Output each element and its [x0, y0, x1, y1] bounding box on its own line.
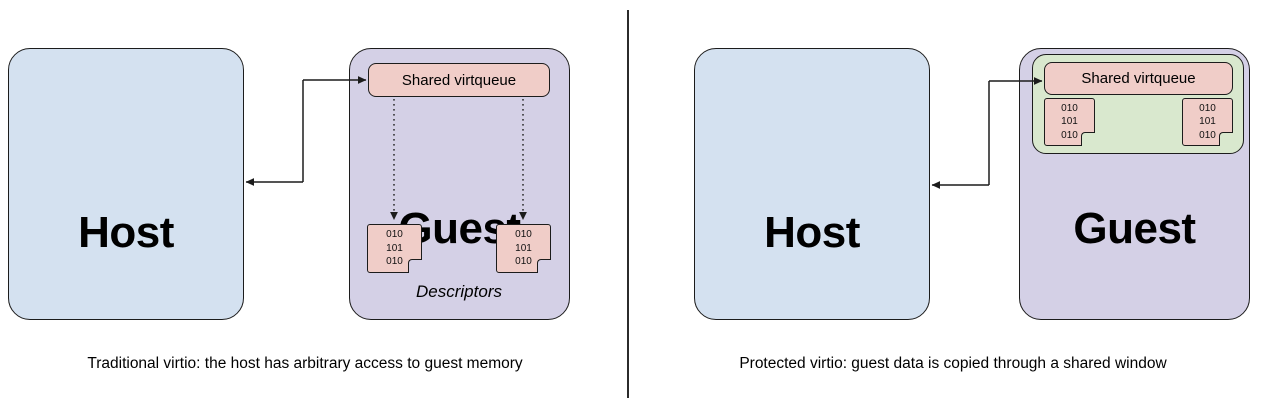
descriptor-bit-row: 010 — [1199, 102, 1216, 114]
caption-protected: Protected virtio: guest data is copied t… — [739, 355, 1167, 372]
descriptors-caption: Descriptors — [416, 282, 502, 301]
shared-virtqueue-traditional[interactable]: Shared virtqueue — [368, 63, 550, 97]
descriptor-bit-row: 101 — [1199, 116, 1216, 128]
descriptor-bit-row: 101 — [386, 242, 403, 254]
host-box-traditional: Host — [8, 48, 244, 320]
descriptor-bit-row: 010 — [1061, 102, 1078, 114]
descriptor-bit-row: 010 — [386, 229, 403, 241]
descriptor-bit-row: 010 — [515, 256, 532, 268]
shared-virtqueue-label-protected: Shared virtqueue — [1081, 70, 1196, 87]
page-fold-icon — [408, 259, 423, 274]
host-to-virtqueue-connector-traditional — [245, 76, 367, 186]
descriptor-bit-row: 101 — [515, 242, 532, 254]
descriptor-bit-row: 010 — [386, 256, 403, 268]
shared-virtqueue-label-traditional: Shared virtqueue — [401, 71, 517, 89]
caption-traditional: Traditional virtio: the host has arbitra… — [87, 355, 523, 372]
shared-virtqueue-protected[interactable]: Shared virtqueue — [1044, 62, 1233, 95]
descriptor-box[interactable]: 010 101 010 — [1182, 98, 1234, 147]
descriptor-box[interactable]: 010 101 010 — [496, 224, 552, 274]
guest-label-protected: Guest — [1073, 204, 1196, 253]
descriptor-box[interactable]: 010 101 010 — [1044, 98, 1096, 147]
descriptor-bit-row: 101 — [1061, 116, 1078, 128]
panel-divider — [627, 10, 629, 398]
host-box-protected: Host — [694, 48, 930, 320]
page-fold-icon — [1219, 132, 1234, 147]
descriptor-box[interactable]: 010 101 010 — [367, 224, 423, 274]
page-fold-icon — [1081, 132, 1096, 147]
descriptor-bit-row: 010 — [1061, 129, 1078, 141]
host-label-traditional: Host — [78, 208, 174, 257]
descriptor-bit-row: 010 — [1199, 129, 1216, 141]
descriptor-bit-row: 010 — [515, 229, 532, 241]
host-label-protected: Host — [764, 208, 860, 257]
page-fold-icon — [537, 259, 552, 274]
